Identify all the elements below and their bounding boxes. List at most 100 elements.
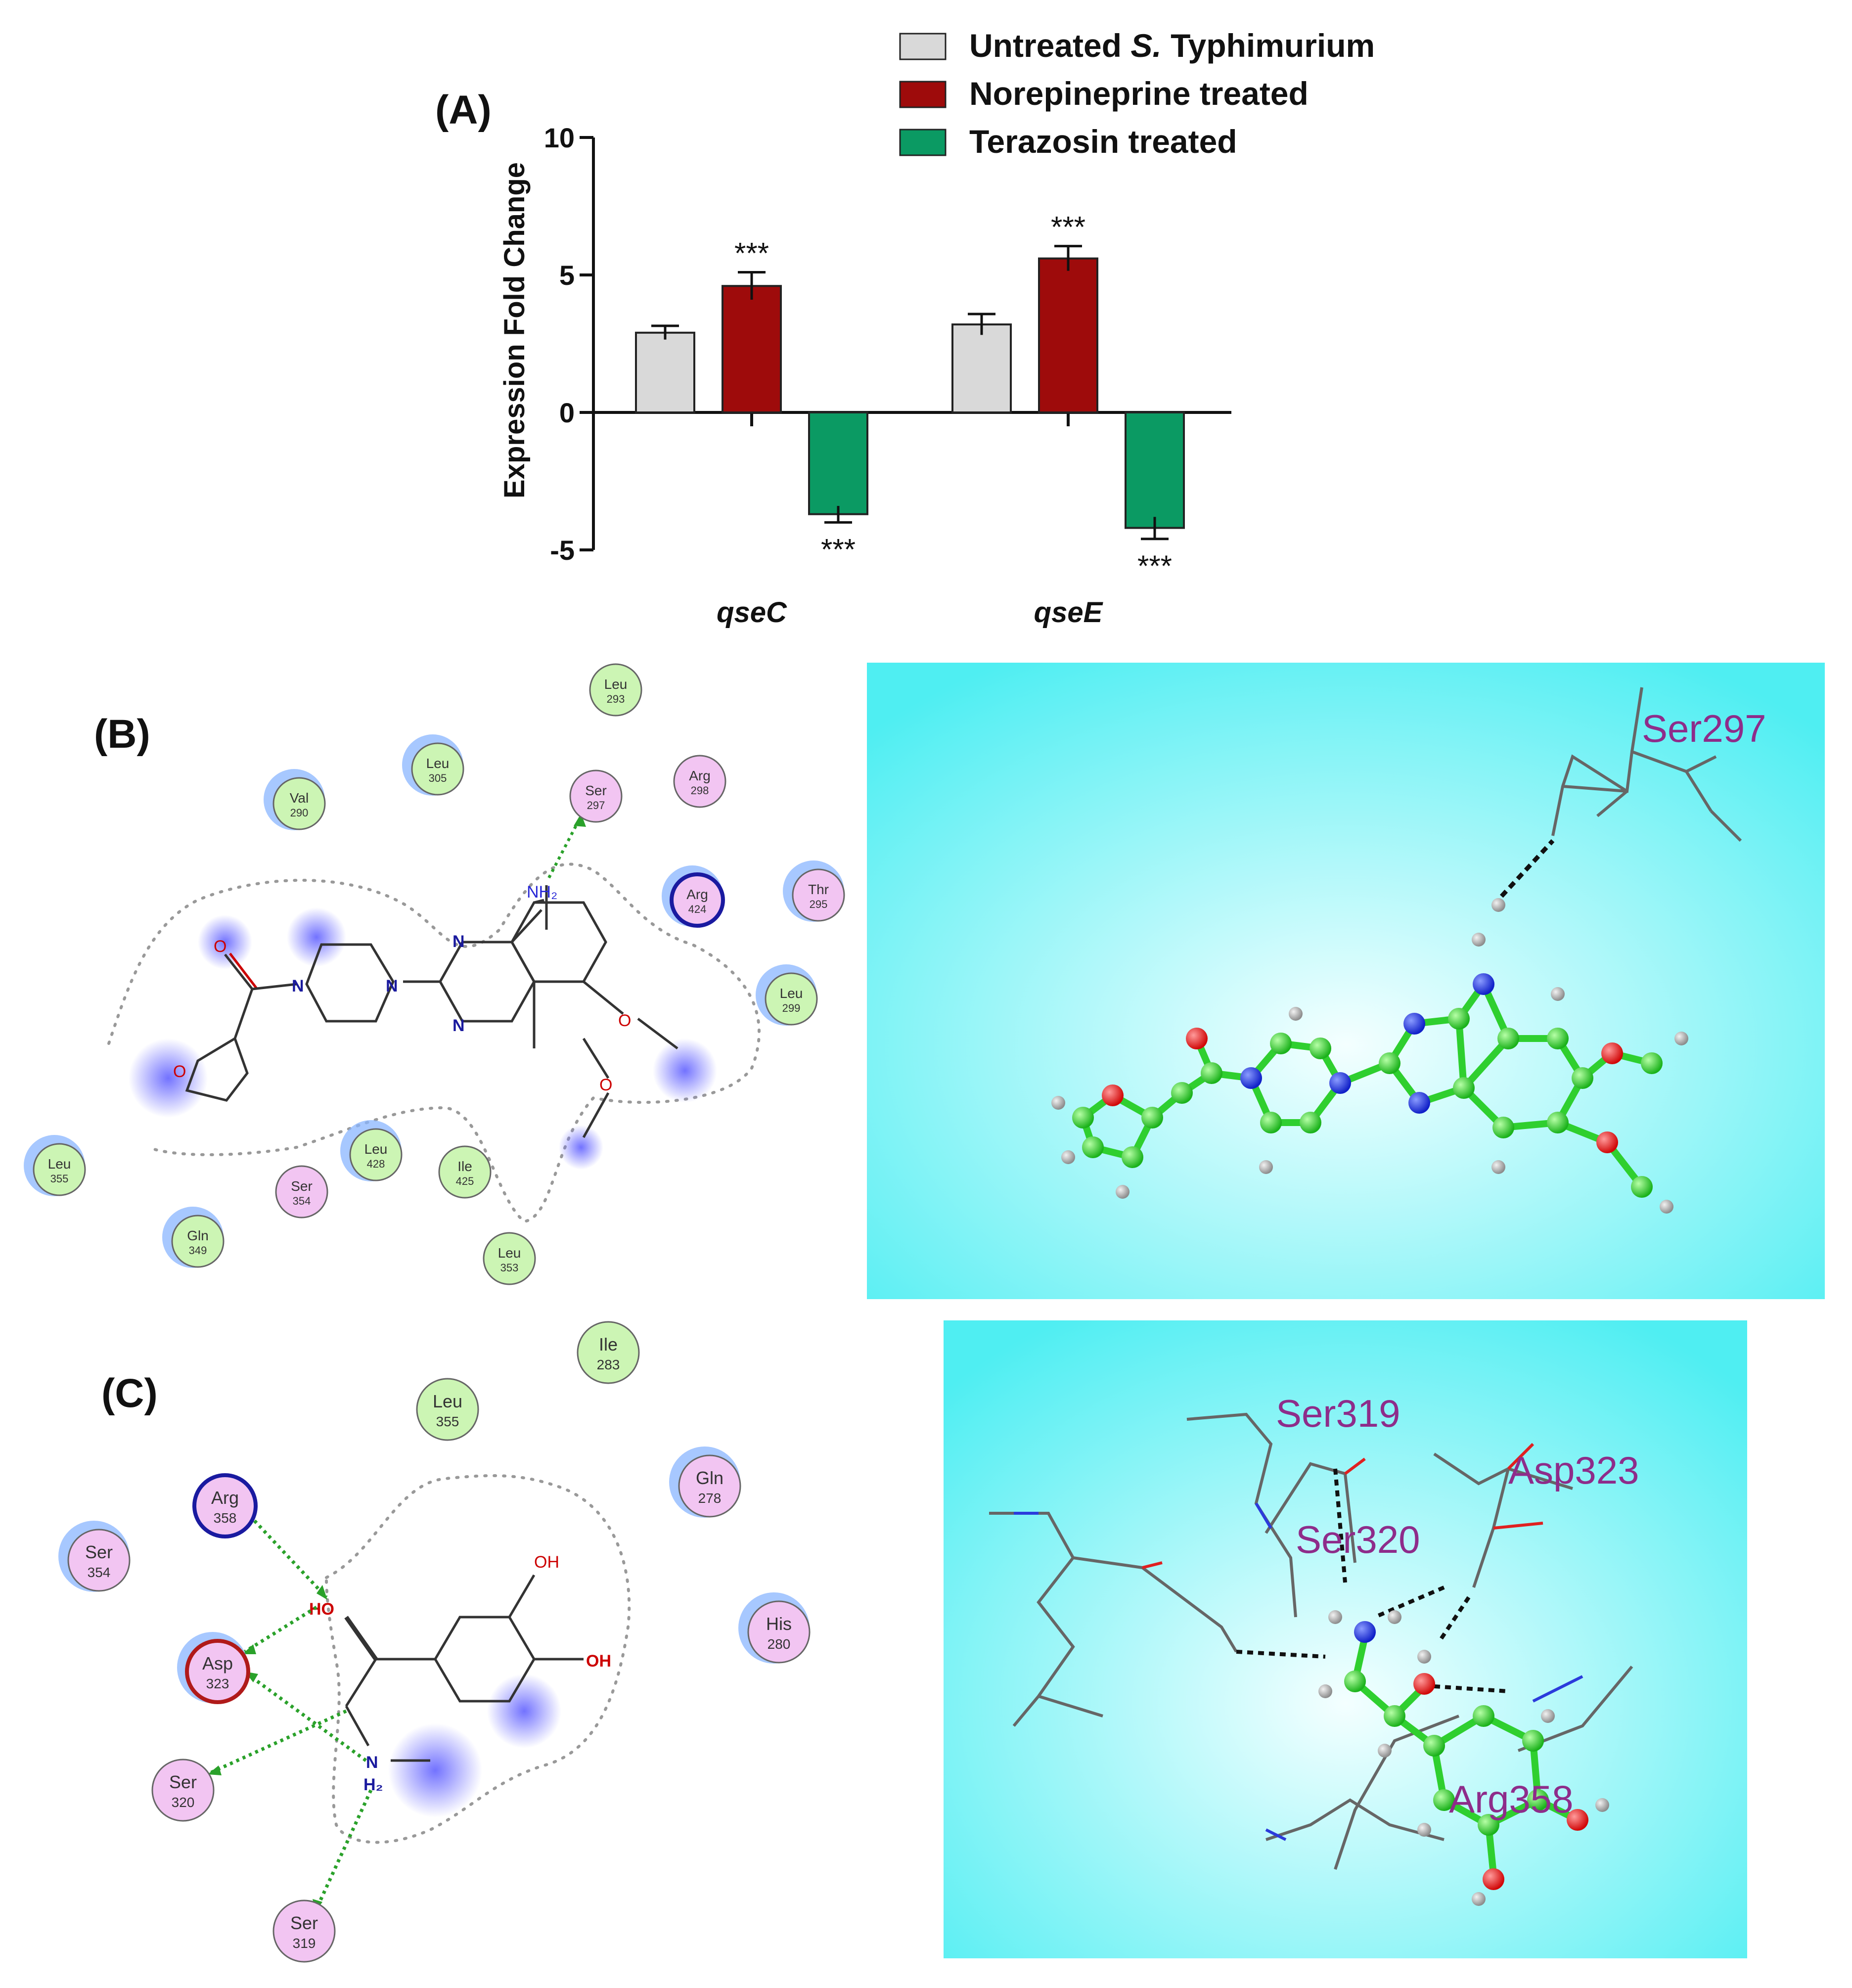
terazosin-2d <box>185 885 678 1138</box>
natom-c7 <box>1522 1730 1544 1752</box>
residue-name-10: Leu <box>364 1141 388 1157</box>
legend-untreated-b: S. <box>1130 27 1161 64</box>
panel-b-3d: Ser297 <box>867 663 1825 1299</box>
natom-c3 <box>1423 1735 1445 1757</box>
natom-c4 <box>1433 1789 1455 1811</box>
residue-num-6: 295 <box>810 898 828 910</box>
atom3d-h11 <box>1660 1200 1673 1214</box>
residue-disc-10 <box>349 1128 403 1181</box>
residue-num-5: 280 <box>768 1636 791 1652</box>
atom3d-h9 <box>1289 1007 1303 1021</box>
residue-disc-4 <box>673 755 726 808</box>
hb3d-4 <box>1437 1596 1471 1643</box>
residue-name-3: Ser <box>585 783 607 798</box>
natom-o2 <box>1567 1809 1588 1831</box>
atom-h2: H₂ <box>363 1775 383 1794</box>
residue-disc-2 <box>678 1454 741 1518</box>
halo-b3 <box>287 907 346 967</box>
hb3d-5 <box>1434 1684 1509 1693</box>
atom-oh-right: OH <box>586 1652 611 1671</box>
bond-b1 <box>233 989 254 1039</box>
hbond-asp323-b <box>246 1672 367 1762</box>
panel-b-3d-bg <box>867 663 1825 1299</box>
legend-label-untreated: Untreated S. Typhimurium <box>969 27 1375 64</box>
bond-b12 <box>582 1092 610 1138</box>
atom3d-o4 <box>1596 1131 1618 1153</box>
significance-0-1: *** <box>734 236 769 270</box>
natom-h5 <box>1417 1823 1431 1837</box>
bar-1-2 <box>1125 411 1185 529</box>
residue-disc-2 <box>272 777 326 830</box>
arrow-c1 <box>316 1585 327 1600</box>
atom-o-methoxy2: O <box>599 1076 612 1094</box>
hbond-3d-ser297 <box>1491 839 1555 907</box>
residue-num-2: 278 <box>698 1491 722 1506</box>
residue-num-6: 323 <box>206 1676 229 1691</box>
atom-oh-top: OH <box>534 1553 559 1572</box>
atom3d-c5 <box>1171 1082 1193 1104</box>
quinazoline-ring-2 <box>510 901 607 983</box>
atom-nh2: NH₂ <box>527 883 557 902</box>
bond-c2 <box>344 1616 378 1661</box>
hbonds-c <box>209 1514 373 1910</box>
residues-b: Leu293Leu305Val290Ser297Arg298Arg424Thr2… <box>24 663 845 1285</box>
atom3d-n1 <box>1240 1067 1262 1089</box>
norepinephrine-2d <box>344 1574 584 1762</box>
bar-0-1 <box>722 285 782 413</box>
residue-num-12: 349 <box>189 1244 207 1257</box>
residue-name-8: Ser <box>290 1913 318 1933</box>
atom3d-c7 <box>1270 1033 1292 1054</box>
residue-name-8: Leu <box>48 1156 71 1172</box>
atom3d-c17 <box>1547 1028 1569 1049</box>
atom3d-o3 <box>1601 1042 1623 1064</box>
residue-disc-5 <box>747 1600 811 1664</box>
red-stick-3 <box>1507 1443 1535 1470</box>
residue-num-13: 353 <box>500 1262 519 1274</box>
halo-c2 <box>388 1723 482 1817</box>
natom-h7 <box>1595 1798 1609 1812</box>
residue-name-5: Arg <box>686 887 708 902</box>
residue-name-0: Leu <box>604 677 628 692</box>
legend-swatch-untreated <box>899 33 947 60</box>
y-tick-label-2: 5 <box>559 260 575 291</box>
natom-h2 <box>1388 1610 1401 1624</box>
residue-name-1: Leu <box>433 1391 462 1411</box>
natom-c2 <box>1384 1705 1405 1727</box>
atom3d-c8 <box>1310 1038 1331 1059</box>
residue-disc-5 <box>670 872 725 928</box>
atom-o-ring: O <box>173 1062 186 1081</box>
natom-o1 <box>1413 1673 1435 1695</box>
residue-num-1: 305 <box>429 772 447 784</box>
residue-num-1: 355 <box>436 1414 459 1429</box>
hbonds-3d-c <box>1236 1468 1509 1693</box>
atom3d-o1 <box>1102 1084 1124 1106</box>
legend: Untreated S. Typhimurium Norepineprine t… <box>899 27 1375 160</box>
residue-disc-0 <box>589 663 642 717</box>
hb3d-1 <box>1236 1650 1326 1659</box>
red-sticks-c <box>1142 1443 1543 1569</box>
atom3d-c19 <box>1641 1052 1663 1074</box>
residue-disc-4 <box>67 1529 131 1592</box>
atom3d-n5 <box>1473 973 1494 995</box>
label-arg358: Arg358 <box>1449 1777 1574 1821</box>
legend-swatch-terazosin <box>899 129 947 156</box>
terazosin-3d-atoms <box>1051 898 1688 1214</box>
hbond-ser319 <box>315 1789 373 1910</box>
natom-c5 <box>1478 1814 1499 1836</box>
atom3d-h10 <box>1674 1032 1688 1045</box>
residues-c: Ile283Leu355Gln278Arg358Ser354His280Asp3… <box>58 1321 811 1963</box>
bond-b3 <box>229 952 258 990</box>
x-tick-label-1: qseE <box>1034 596 1104 629</box>
hbond-arg358 <box>248 1514 328 1599</box>
red-stick-1 <box>1142 1561 1163 1569</box>
bond-c3 <box>345 1658 377 1707</box>
residue-disc-8 <box>272 1899 336 1963</box>
y-tick-label-3: 10 <box>544 122 575 153</box>
atom3d-c1 <box>1082 1136 1104 1158</box>
natom-n <box>1354 1621 1376 1643</box>
natom-h8 <box>1472 1892 1486 1906</box>
atom3d-h4 <box>1491 1160 1505 1174</box>
stick-chain-3 <box>1073 1556 1238 1653</box>
atom-n1: N <box>292 977 304 995</box>
